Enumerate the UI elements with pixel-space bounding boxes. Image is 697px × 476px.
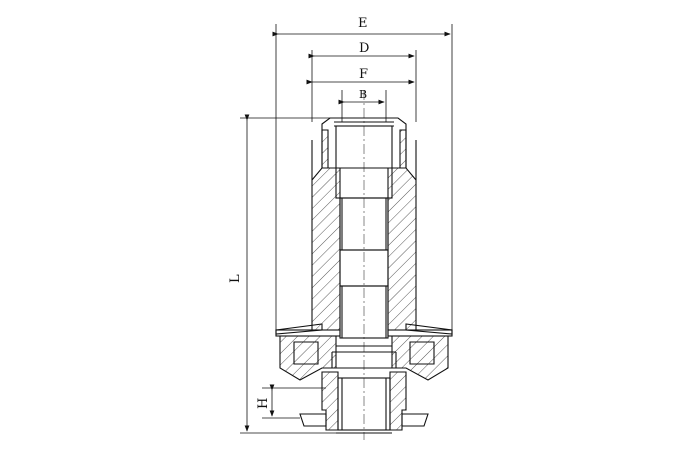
inner-tube (335, 125, 393, 339)
dimension-H: H (256, 384, 326, 419)
dimension-D: D (308, 41, 417, 122)
main-body (311, 167, 417, 331)
dimension-label-H: H (256, 398, 271, 409)
dimension-label-E: E (358, 16, 368, 31)
dimension-label-B: B (359, 88, 367, 101)
dimension-label-D: D (359, 41, 369, 56)
base-nipple (299, 371, 429, 434)
dimension-label-F: F (359, 67, 368, 82)
dimension-label-L: L (228, 274, 243, 283)
dimension-F: F (306, 67, 415, 85)
dimension-L: L (228, 114, 340, 434)
dimension-E: E (272, 16, 453, 330)
dimension-B: B (338, 88, 387, 122)
